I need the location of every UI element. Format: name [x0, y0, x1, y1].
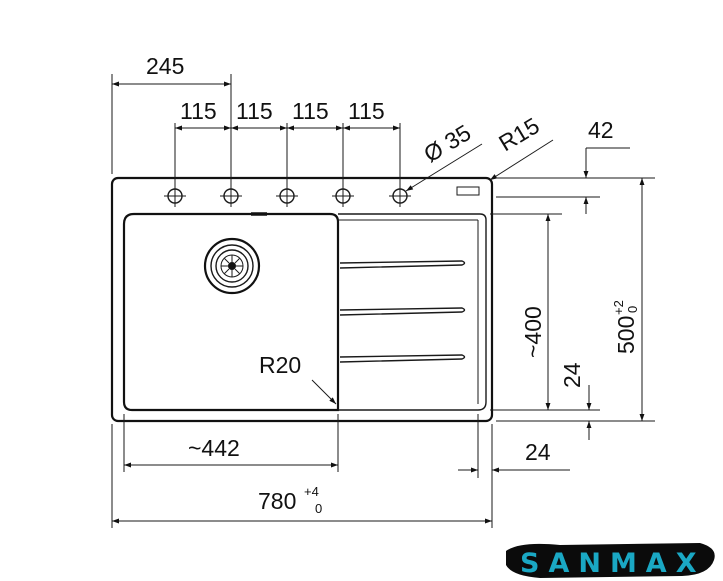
drainboard-grooves — [339, 260, 466, 363]
dim-label-115: 115 — [348, 98, 385, 124]
dim-label-500-group: 500 +2 0 — [611, 300, 640, 354]
dim-label-r20: R20 — [259, 352, 301, 378]
tap-hole-icon — [389, 185, 411, 207]
brand-name: SANMAX — [520, 548, 706, 579]
dim-tolerance-780-lower: 0 — [315, 501, 322, 516]
tap-hole-icon — [220, 185, 242, 207]
leader-diameter — [405, 143, 483, 192]
groove-2 — [339, 307, 466, 316]
dim-label-diameter: Ø 35 — [419, 119, 475, 167]
drain-icon — [203, 237, 261, 295]
dim-label-24-vertical: 24 — [559, 362, 585, 388]
groove-3 — [339, 354, 466, 363]
bottom-dimensions — [111, 414, 570, 528]
dim-tolerance-500-lower: 0 — [625, 306, 640, 313]
tap-holes — [164, 185, 411, 207]
dim-42 — [496, 147, 630, 214]
dim-label-780: 780 — [258, 488, 296, 514]
dim-label-42: 42 — [588, 117, 614, 143]
sink-outline — [110, 176, 494, 423]
leader-radius-top — [489, 139, 554, 181]
top-dimensions — [111, 74, 401, 185]
dim-label-115: 115 — [292, 98, 329, 124]
tap-hole-icon — [164, 185, 186, 207]
dim-label-115: 115 — [180, 98, 217, 124]
dim-tolerance-780-upper: +4 — [304, 484, 319, 499]
drainboard-outline — [338, 213, 487, 411]
countertop-outline — [110, 176, 494, 423]
dim-label-r15: R15 — [494, 112, 544, 156]
sink-label-plate — [456, 186, 480, 196]
dim-label-24-horizontal: 24 — [525, 439, 551, 465]
dim-label-442: ~442 — [188, 435, 240, 461]
dim-label-400: ~400 — [520, 306, 546, 358]
dim-label-500: 500 — [613, 316, 639, 354]
right-dimensions — [490, 177, 655, 440]
brand-logo: SANMAX — [506, 543, 715, 579]
bowl-outline — [122, 212, 340, 412]
tap-hole-icon — [332, 185, 354, 207]
dim-tolerance-500-upper: +2 — [611, 300, 626, 315]
leader-radius-bowl — [311, 379, 337, 405]
groove-1 — [339, 260, 466, 269]
dim-label-115: 115 — [236, 98, 273, 124]
dim-label-245: 245 — [146, 53, 184, 79]
logo-brush-stroke — [506, 543, 715, 578]
tap-hole-icon — [276, 185, 298, 207]
